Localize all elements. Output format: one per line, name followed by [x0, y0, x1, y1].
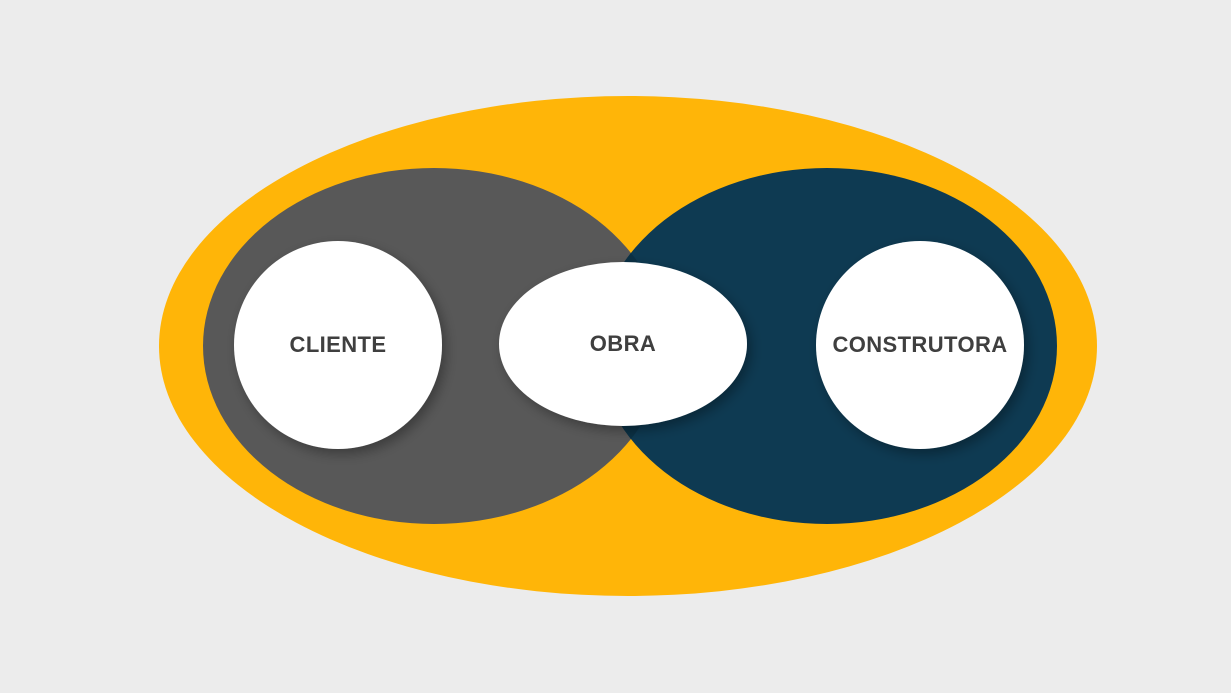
node-cliente[interactable]: CLIENTE	[234, 241, 442, 449]
construtora-circle[interactable]	[816, 241, 1024, 449]
cliente-circle[interactable]	[234, 241, 442, 449]
obra-ellipse[interactable]	[499, 262, 747, 426]
cliente-label: CLIENTE	[290, 332, 387, 357]
node-obra[interactable]: OBRA	[499, 262, 747, 426]
obra-label: OBRA	[590, 331, 656, 356]
construtora-label: CONSTRUTORA	[832, 332, 1007, 357]
node-construtora[interactable]: CONSTRUTORA	[816, 241, 1024, 449]
